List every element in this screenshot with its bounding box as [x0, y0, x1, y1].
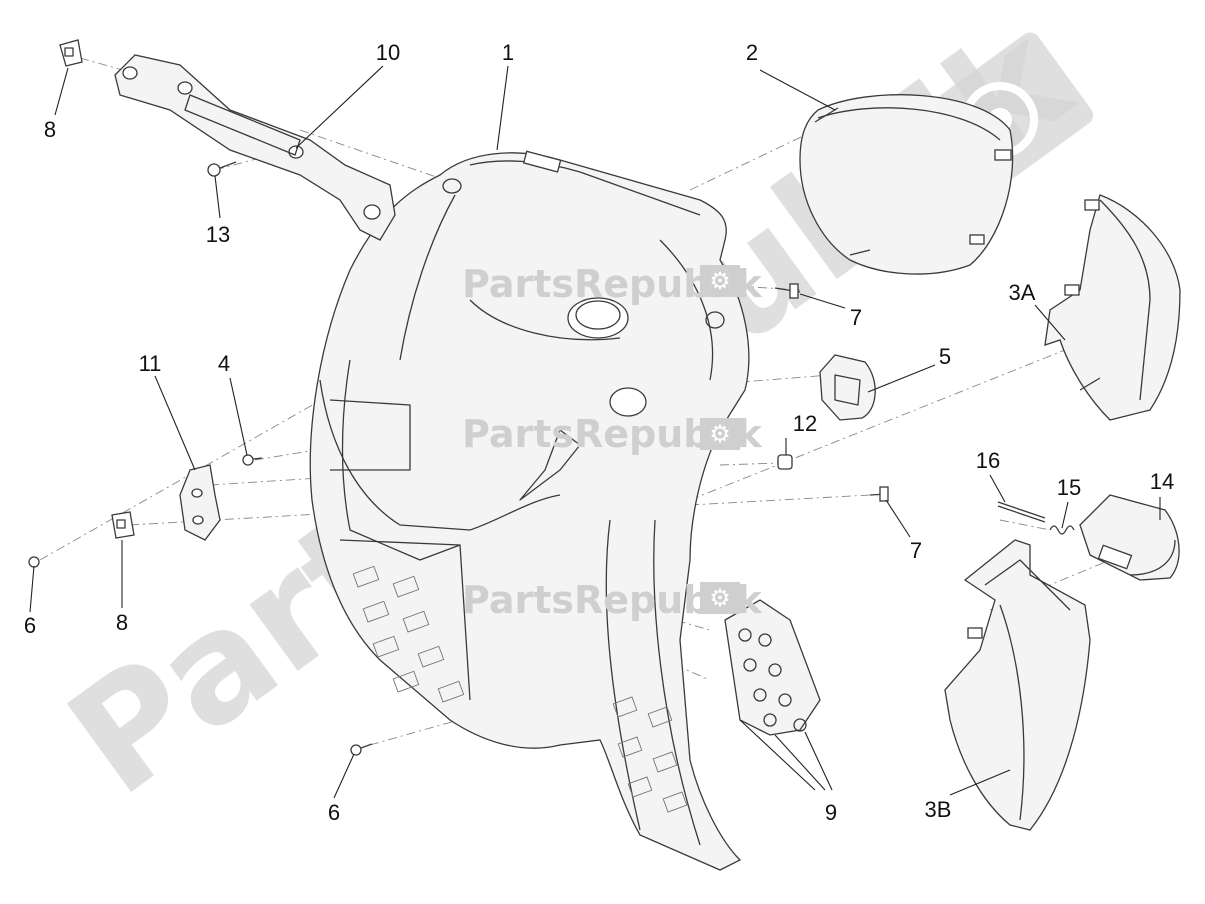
part-10-bracket [114, 54, 396, 241]
screw-6-bottom [350, 743, 373, 756]
callout-7-lower: 7 [909, 538, 923, 563]
callout-8-top: 8 [43, 117, 57, 142]
callout-6-bottom: 6 [327, 800, 341, 825]
part-11-plate [179, 464, 221, 541]
callout-15: 15 [1056, 475, 1082, 500]
callout-5: 5 [938, 344, 952, 369]
bolt-7-upper [774, 283, 801, 299]
nut-12 [777, 454, 793, 470]
callout-9: 9 [824, 800, 838, 825]
callout-11: 11 [138, 351, 162, 376]
callout-16: 16 [975, 448, 1001, 473]
callout-3a: 3A [1008, 280, 1036, 305]
screw-6-left [28, 556, 40, 568]
part-15-spring [1049, 525, 1075, 535]
watermark-small-2-gear-icon: ⚙ [700, 418, 740, 450]
part-3a-side-cover [1044, 194, 1181, 421]
bolt-7-lower [869, 486, 889, 502]
callout-6-left: 6 [23, 613, 37, 638]
clip-8-left [111, 511, 135, 539]
part-14-light [1079, 494, 1180, 581]
screw-13 [207, 161, 237, 177]
callout-1: 1 [501, 40, 515, 65]
callout-4: 4 [217, 351, 231, 376]
watermark-small-1-gear-icon: ⚙ [700, 265, 740, 297]
callout-14: 14 [1149, 469, 1175, 494]
clip-8-top [59, 39, 83, 67]
callout-10: 10 [375, 40, 401, 65]
part-9-fastener-group [724, 599, 821, 736]
callout-8-left: 8 [115, 610, 129, 635]
leader-lines [29, 65, 1161, 799]
screw-4 [242, 454, 263, 466]
part-2-cover [799, 94, 1014, 275]
part-3b-lower-cover [944, 539, 1091, 831]
part-5-lock [819, 354, 876, 421]
callout-3b: 3B [924, 797, 952, 822]
watermark-small-3-gear-icon: ⚙ [700, 582, 740, 614]
callout-2: 2 [745, 40, 759, 65]
callout-7-upper: 7 [849, 305, 863, 330]
callout-12: 12 [792, 411, 818, 436]
part-16-pin [997, 501, 1046, 523]
part-1-leg-shield [309, 150, 750, 871]
callout-13: 13 [205, 222, 231, 247]
